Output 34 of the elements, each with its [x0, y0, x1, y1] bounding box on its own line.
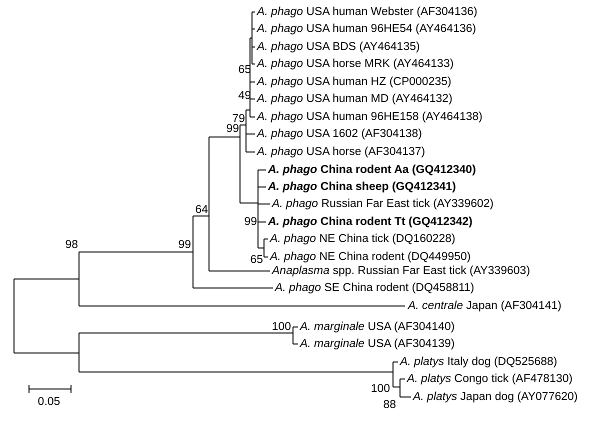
taxon-label: A. phago USA human HZ (CP000235) — [257, 75, 452, 89]
taxon-label: A. phago USA human MD (AY464132) — [257, 92, 452, 106]
bootstrap-value: 64 — [195, 203, 208, 217]
taxon-label: A. phago NE China rodent (DQ449950) — [270, 250, 471, 264]
taxon-label: A. marginale USA (AF304140) — [300, 320, 455, 334]
bootstrap-value: 88 — [383, 398, 396, 412]
scale-bar-label: 0.05 — [38, 395, 60, 409]
bootstrap-value: 79 — [232, 112, 245, 125]
taxon-label: A. phago NE China tick (DQ160228) — [270, 232, 456, 246]
taxon-label: A. phago China rodent Tt (GQ412342) — [268, 215, 472, 229]
taxon-label: A. centrale Japan (AF304141) — [408, 299, 562, 313]
taxon-label: A. platys Japan dog (AY077620) — [413, 390, 578, 404]
bootstrap-value: 100 — [272, 320, 291, 334]
taxon-label: A. phago China rodent Aa (GQ412340) — [268, 163, 476, 177]
taxon-label: A. phago Russian Far East tick (AY339602) — [272, 197, 494, 211]
taxon-label: A. phago USA horse (AF304137) — [257, 145, 426, 159]
taxon-label: A. phago USA 1602 (AF304138) — [257, 127, 422, 141]
bootstrap-value: 99 — [226, 122, 239, 136]
taxon-label: A. platys Congo tick (AF478130) — [407, 372, 573, 386]
bootstrap-value: 98 — [65, 238, 78, 252]
taxon-label: A. marginale USA (AF304139) — [300, 337, 455, 351]
bootstrap-value: 100 — [370, 382, 390, 396]
taxon-label: A. phago China sheep (GQ412341) — [268, 180, 456, 194]
taxon-label: A. phago USA human 96HE54 (AY464136) — [257, 22, 476, 36]
bootstrap-value: 99 — [244, 215, 257, 229]
taxon-label: A. phago USA human Webster (AF304136) — [257, 5, 478, 19]
bootstrap-value: 65 — [250, 253, 263, 267]
taxon-label: Anaplasma spp. Russian Far East tick (AY339603) — [272, 264, 530, 278]
taxon-label: A. phago USA human 96HE158 (AY464138) — [257, 110, 482, 124]
taxon-label: A. phago SE China rodent (DQ458811) — [275, 281, 474, 295]
bootstrap-value: 99 — [178, 238, 191, 252]
taxon-label: A. phago USA horse MRK (AY464133) — [257, 57, 454, 71]
taxon-label: A. phago USA BDS (AY464135) — [257, 40, 420, 54]
taxon-label: A. platys Italy dog (DQ525688) — [400, 355, 558, 369]
